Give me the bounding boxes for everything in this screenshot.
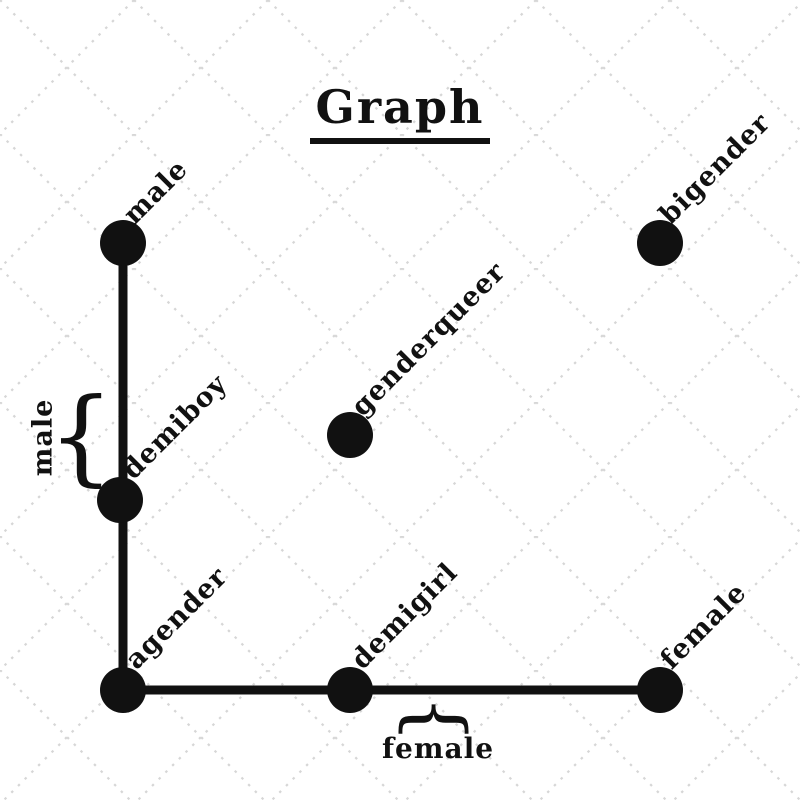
- node-bigender: [637, 220, 683, 266]
- node-genderqueer: [327, 412, 373, 458]
- graph-title: Graph: [309, 80, 491, 144]
- node-demiboy: [97, 477, 143, 523]
- node-agender: [100, 667, 146, 713]
- node-female: [637, 667, 683, 713]
- male-group-brace: {: [48, 375, 115, 497]
- title-container: Graph: [0, 80, 800, 144]
- node-demigirl: [327, 667, 373, 713]
- node-male: [100, 220, 146, 266]
- female-group-label: female: [382, 732, 495, 765]
